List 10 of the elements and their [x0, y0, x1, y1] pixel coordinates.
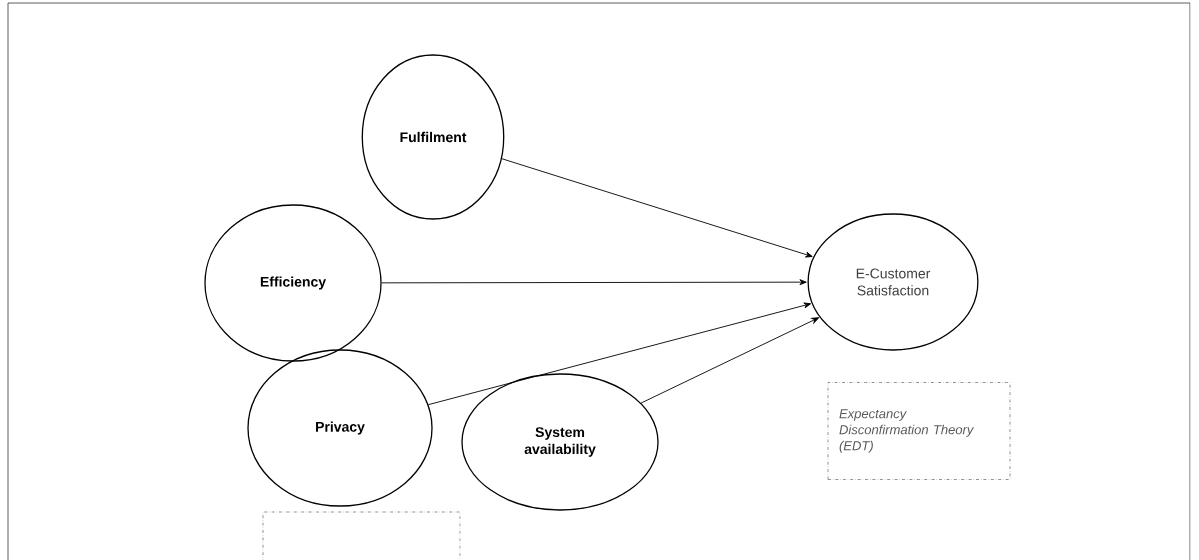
ellipse-node: Fulfilment [361, 54, 505, 220]
note-box: Expectancy Disconfirmation Theory (EDT) [827, 382, 1011, 480]
arrow [428, 302, 812, 406]
ellipse-node: Efficiency [204, 204, 382, 362]
ellipse-node: E-Customer Satisfaction [807, 213, 979, 351]
arrow [381, 279, 807, 286]
arrow [640, 317, 819, 404]
ellipse-node: System availability [461, 373, 659, 511]
ellipse-node: Privacy [247, 349, 433, 507]
arrow [501, 158, 813, 258]
